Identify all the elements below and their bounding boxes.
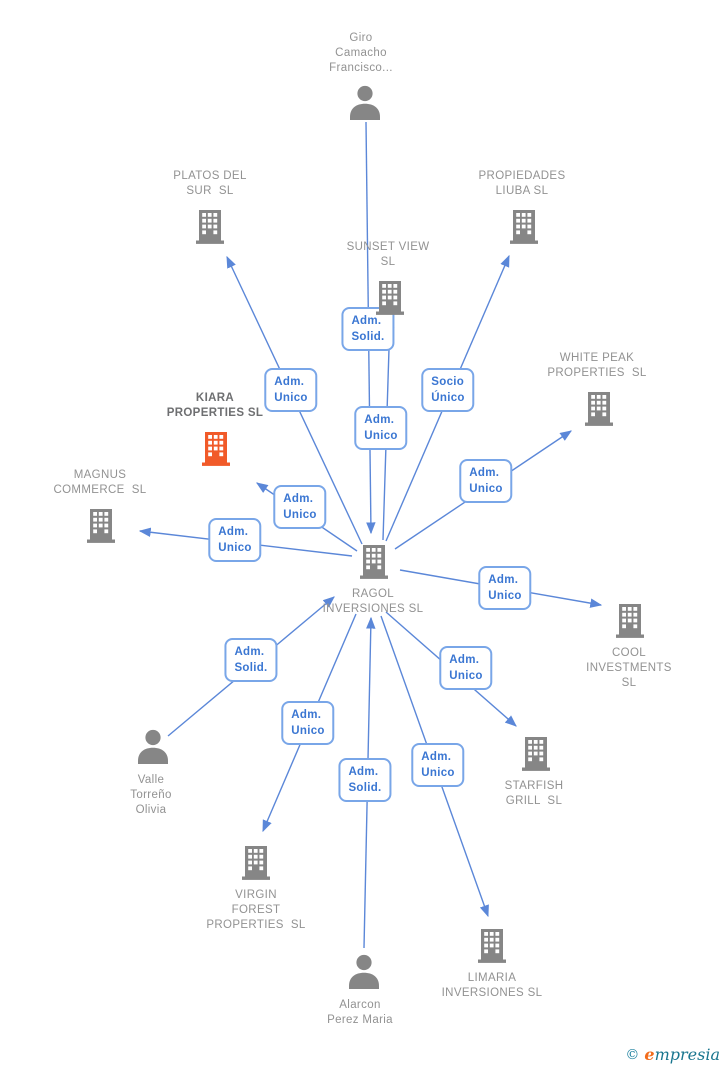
relation-label-ragol-platos: Adm. Unico bbox=[264, 368, 318, 412]
relation-label-ragol-kiara: Adm. Unico bbox=[273, 485, 327, 529]
relation-label-ragol-limaria: Adm. Unico bbox=[411, 743, 465, 787]
relation-label-ragol-propiedades: Socio Único bbox=[421, 368, 475, 412]
relation-label-ragol-virgin: Adm. Unico bbox=[281, 701, 335, 745]
watermark-brand-rest: mpresia bbox=[654, 1045, 720, 1064]
building-icon-magnus[interactable] bbox=[80, 504, 122, 546]
relation-label-ragol-sunset: Adm. Solid. bbox=[341, 307, 395, 351]
relation-label-ragol-cool: Adm. Unico bbox=[478, 566, 532, 610]
building-icon-whitepeak[interactable] bbox=[578, 387, 620, 429]
node-label-starfish[interactable]: STARFISH GRILL SL bbox=[504, 780, 564, 807]
node-label-whitepeak[interactable]: WHITE PEAK PROPERTIES SL bbox=[547, 352, 647, 379]
building-icon-virgin[interactable] bbox=[235, 841, 277, 883]
node-label-ragol[interactable]: RAGOL INVERSIONES SL bbox=[322, 588, 424, 615]
relation-label-valle-ragol: Adm. Solid. bbox=[224, 638, 278, 682]
building-icon-limaria[interactable] bbox=[471, 924, 513, 966]
building-icon-kiara[interactable] bbox=[195, 427, 237, 469]
relation-label-ragol-magnus: Adm. Unico bbox=[208, 518, 262, 562]
person-icon-valle[interactable] bbox=[132, 726, 174, 768]
relation-label-ragol-starfish: Adm. Unico bbox=[439, 646, 493, 690]
person-icon-alarcon[interactable] bbox=[343, 951, 385, 993]
empresia-watermark: © empresia bbox=[625, 1045, 720, 1064]
node-label-kiara[interactable]: KIARA PROPERTIES SL bbox=[166, 392, 264, 419]
node-label-magnus[interactable]: MAGNUS COMMERCE SL bbox=[53, 469, 147, 496]
node-label-propiedades[interactable]: PROPIEDADES LIUBA SL bbox=[478, 170, 566, 197]
node-label-alarcon[interactable]: Alarcon Perez Maria bbox=[327, 999, 393, 1026]
node-label-limaria[interactable]: LIMARIA INVERSIONES SL bbox=[441, 972, 543, 999]
node-label-virgin[interactable]: VIRGIN FOREST PROPERTIES SL bbox=[206, 889, 306, 931]
building-icon-ragol[interactable] bbox=[353, 540, 395, 582]
watermark-brand-first: e bbox=[644, 1045, 655, 1064]
copyright-icon: © bbox=[625, 1047, 640, 1063]
relation-label-ragol-whitepeak: Adm. Unico bbox=[459, 459, 513, 503]
relation-label-alarcon-ragol: Adm. Solid. bbox=[338, 758, 392, 802]
building-icon-propiedades[interactable] bbox=[503, 205, 545, 247]
node-label-platos[interactable]: PLATOS DEL SUR SL bbox=[173, 170, 247, 197]
relation-label-giro-ragol: Adm. Unico bbox=[354, 406, 408, 450]
node-label-sunset[interactable]: SUNSET VIEW SL bbox=[346, 241, 430, 268]
building-icon-platos[interactable] bbox=[189, 205, 231, 247]
node-label-cool[interactable]: COOL INVESTMENTS SL bbox=[586, 647, 672, 689]
node-label-giro[interactable]: Giro Camacho Francisco... bbox=[329, 32, 393, 74]
building-icon-cool[interactable] bbox=[609, 599, 651, 641]
person-icon-giro[interactable] bbox=[344, 82, 386, 124]
building-icon-starfish[interactable] bbox=[515, 732, 557, 774]
building-icon-sunset[interactable] bbox=[369, 276, 411, 318]
node-label-valle[interactable]: Valle Torreño Olivia bbox=[130, 774, 172, 816]
